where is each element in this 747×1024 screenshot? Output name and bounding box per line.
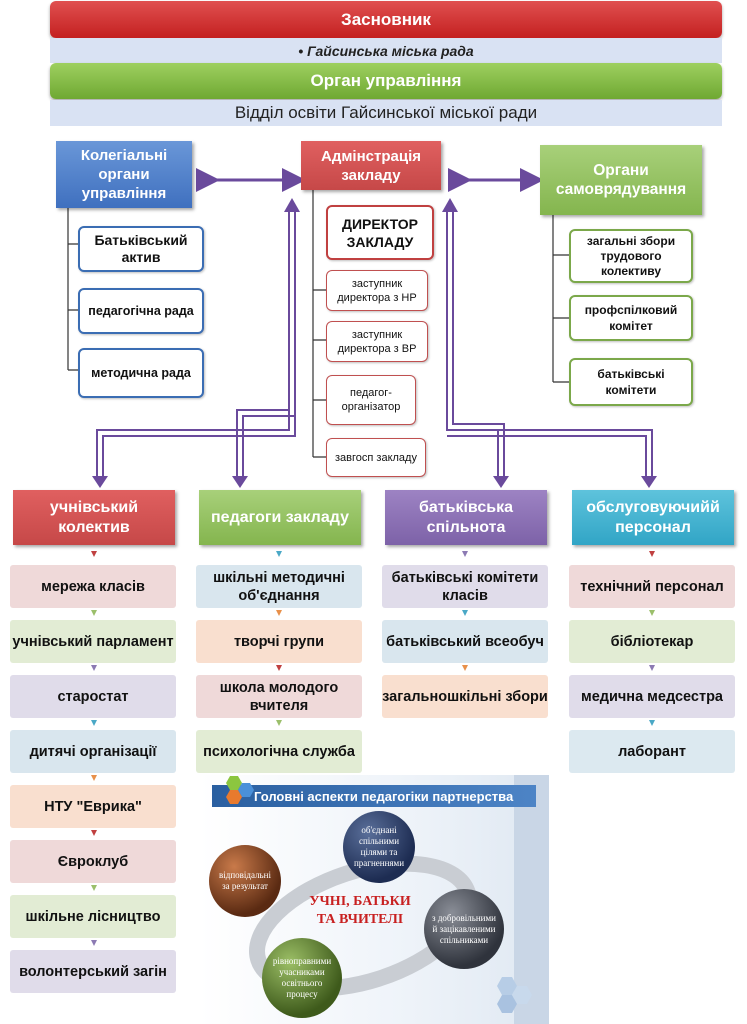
teachers-item: школа молодого вчителя	[196, 675, 362, 718]
admin-item-caretaker: завгосп закладу	[326, 438, 426, 477]
parents-item: загальношкільні збори	[382, 675, 548, 718]
director-box: ДИРЕКТОР ЗАКЛАДУ	[326, 205, 434, 260]
staff-item: лаборант	[569, 730, 735, 773]
arrow-to-students-a	[96, 210, 290, 480]
founder-banner: Засновник	[50, 1, 722, 38]
students-item: шкільне лісництво	[10, 895, 176, 938]
staff-item: бібліотекар	[569, 620, 735, 663]
panel-side-stripe	[514, 775, 549, 1024]
teachers-item: творчі групи	[196, 620, 362, 663]
founder-value: • Гайсинська міська рада	[298, 42, 474, 59]
staff-item: технічний персонал	[569, 565, 735, 608]
teachers-item: шкільні методичні об'єднання	[196, 565, 362, 608]
staff-header: обслуговуючийй персонал	[572, 490, 734, 545]
partnership-center: УЧНІ, БАТЬКИ ТА ВЧИТЕЛІ	[309, 894, 411, 927]
students-item: волонтерський загін	[10, 950, 176, 993]
parents-header: батьківська спільнота	[385, 490, 547, 545]
collegial-item-parents-asset: Батьківський актив	[78, 226, 204, 272]
aspect-sphere: рівноправними учасниками освітнього проц…	[262, 938, 342, 1018]
administration-header: Адмінстрація закладу	[301, 141, 441, 190]
students-marker	[91, 551, 97, 557]
hexagon-logo-icon	[226, 776, 254, 804]
students-item: мережа класів	[10, 565, 176, 608]
arrow-to-students-b	[102, 210, 296, 480]
administration-title: Адмінстрація закладу	[320, 147, 421, 184]
teachers-header: педагоги закладу	[199, 490, 361, 545]
students-item: учнівський парламент	[10, 620, 176, 663]
aspect-sphere: з добровільними й зацікавленими спільник…	[424, 889, 504, 969]
selfgov-item-trade-union: профспілковий комітет	[569, 295, 693, 341]
founder-value-strip: • Гайсинська міська рада	[50, 38, 722, 63]
students-header: учнівський колектив	[13, 490, 175, 545]
partnership-header: Головні аспекти педагогіки партнерства	[212, 785, 536, 807]
students-item: НТУ "Еврика"	[10, 785, 176, 828]
founder-title: Засновник	[341, 9, 431, 29]
admin-item-organizer: педагог-організатор	[326, 375, 416, 425]
management-banner: Орган управління	[50, 63, 722, 99]
students-item: дитячі організації	[10, 730, 176, 773]
self-government-header: Органи самоврядування	[540, 145, 702, 215]
collegial-item-pedagogical-council: педагогічна рада	[78, 288, 204, 334]
students-item: Євроклуб	[10, 840, 176, 883]
collegial-header: Колегіальні органи управління	[56, 141, 192, 208]
self-government-title: Органи самоврядування	[555, 162, 687, 198]
hexagon-decor-icon	[497, 977, 532, 1013]
parents-item: батьківські комітети класів	[382, 565, 548, 608]
selfgov-item-general-meeting: загальні збори трудового колективу	[569, 229, 693, 283]
teachers-item: психологічна служба	[196, 730, 362, 773]
parents-item: батьківський всеобуч	[382, 620, 548, 663]
admin-item-deputy-vr: заступник директора з ВР	[326, 321, 428, 362]
management-value: Відділ освіти Гайсинської міської ради	[234, 103, 538, 122]
collegial-item-methodical-council: методична рада	[78, 348, 204, 398]
staff-item: медична медсестра	[569, 675, 735, 718]
aspect-sphere: об'єднані спільними цілями та прагненням…	[343, 811, 415, 883]
selfgov-item-parent-committees: батьківські комітети	[569, 358, 693, 406]
aspect-sphere: відповідальні за результат	[209, 845, 281, 917]
management-value-strip: Відділ освіти Гайсинської міської ради	[50, 100, 722, 126]
collegial-title: Колегіальні органи управління	[80, 147, 168, 202]
management-title: Орган управління	[310, 71, 462, 90]
students-item: старостат	[10, 675, 176, 718]
admin-item-deputy-nr: заступник директора з НР	[326, 270, 428, 311]
